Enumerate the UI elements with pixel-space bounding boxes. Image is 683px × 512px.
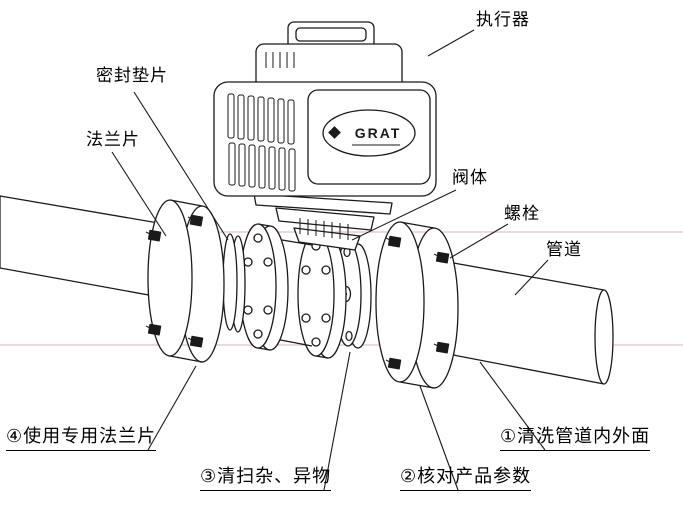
flange-label: 法兰片 xyxy=(86,130,140,149)
bolt-label: 螺栓 xyxy=(504,204,540,223)
leader-step1 xyxy=(479,361,546,451)
leader-bolt xyxy=(449,223,509,259)
leader-flange xyxy=(111,151,167,237)
right-pipe-drawing xyxy=(447,261,614,385)
step4-label: ④使用专用法兰片 xyxy=(6,426,157,451)
leader-gasket xyxy=(133,91,229,241)
leader-lines xyxy=(111,29,549,491)
valve-body-drawing xyxy=(239,223,347,359)
leader-step2 xyxy=(419,385,459,491)
gasket-label: 密封垫片 xyxy=(96,66,168,85)
step1-label: ①清洗管道内外面 xyxy=(500,426,651,451)
flange-bolts-drawing xyxy=(145,214,450,370)
left-flange-drawing xyxy=(147,199,225,363)
leader-valve-body xyxy=(351,189,457,241)
gasket-drawing xyxy=(222,233,246,333)
leader-step4 xyxy=(147,365,197,451)
leader-step3 xyxy=(323,351,351,491)
leader-pipe xyxy=(514,259,549,296)
brand-logo-text: GRAT xyxy=(355,125,402,141)
leader-actuator xyxy=(427,29,475,57)
brand-diamond-icon xyxy=(328,126,341,139)
pipe-label: 管道 xyxy=(546,240,582,259)
valve-body-label: 阀体 xyxy=(452,168,488,187)
actuator-label: 执行器 xyxy=(476,10,530,29)
step3-label: ③清扫杂、异物 xyxy=(200,466,332,491)
step2-label: ②核对产品参数 xyxy=(400,466,532,491)
actuator-drawing: GRAT xyxy=(213,21,437,251)
right-flange-drawing xyxy=(375,221,459,389)
